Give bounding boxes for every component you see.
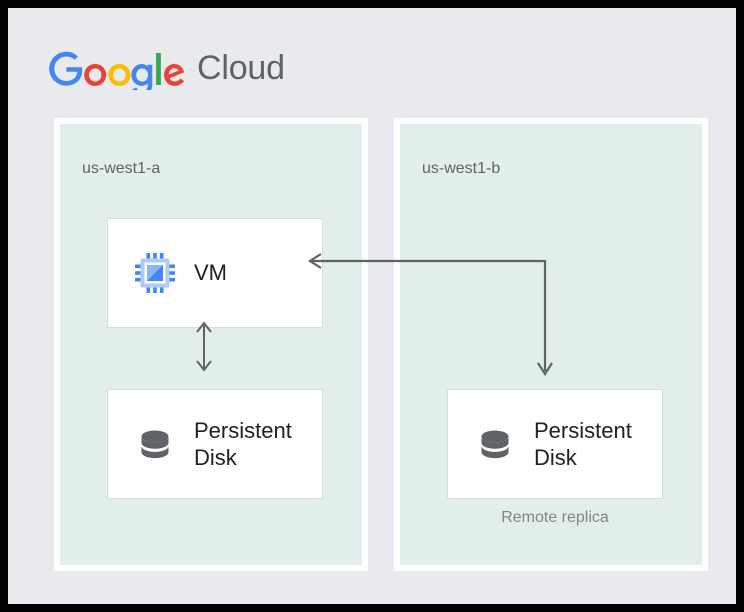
zone-us-west1-a: us-west1-a xyxy=(54,118,368,571)
node-label-persistent-disk-b: Persistent Disk xyxy=(534,417,632,471)
diagram-canvas: Cloud us-west1-a xyxy=(8,8,736,604)
database-icon xyxy=(141,430,169,459)
node-vm[interactable]: VM xyxy=(107,218,323,328)
cloud-wordmark-text: Cloud xyxy=(197,49,285,87)
cpu-chip-icon xyxy=(135,253,175,293)
zone-label-us-west1-a: us-west1-a xyxy=(82,160,161,177)
caption-remote-replica: Remote replica xyxy=(501,509,609,526)
node-persistent-disk-a[interactable]: Persistent Disk xyxy=(107,389,323,499)
node-persistent-disk-b[interactable]: Persistent Disk xyxy=(447,389,663,499)
google-cloud-logo: Cloud xyxy=(48,46,285,90)
zone-label-us-west1-b: us-west1-b xyxy=(422,160,501,177)
node-label-persistent-disk-a: Persistent Disk xyxy=(194,417,292,471)
database-icon xyxy=(481,430,509,459)
node-label-vm: VM xyxy=(194,260,227,286)
google-wordmark-icon xyxy=(49,51,185,90)
zone-us-west1-b: us-west1-b Persistent Disk Remote replic… xyxy=(394,118,708,571)
